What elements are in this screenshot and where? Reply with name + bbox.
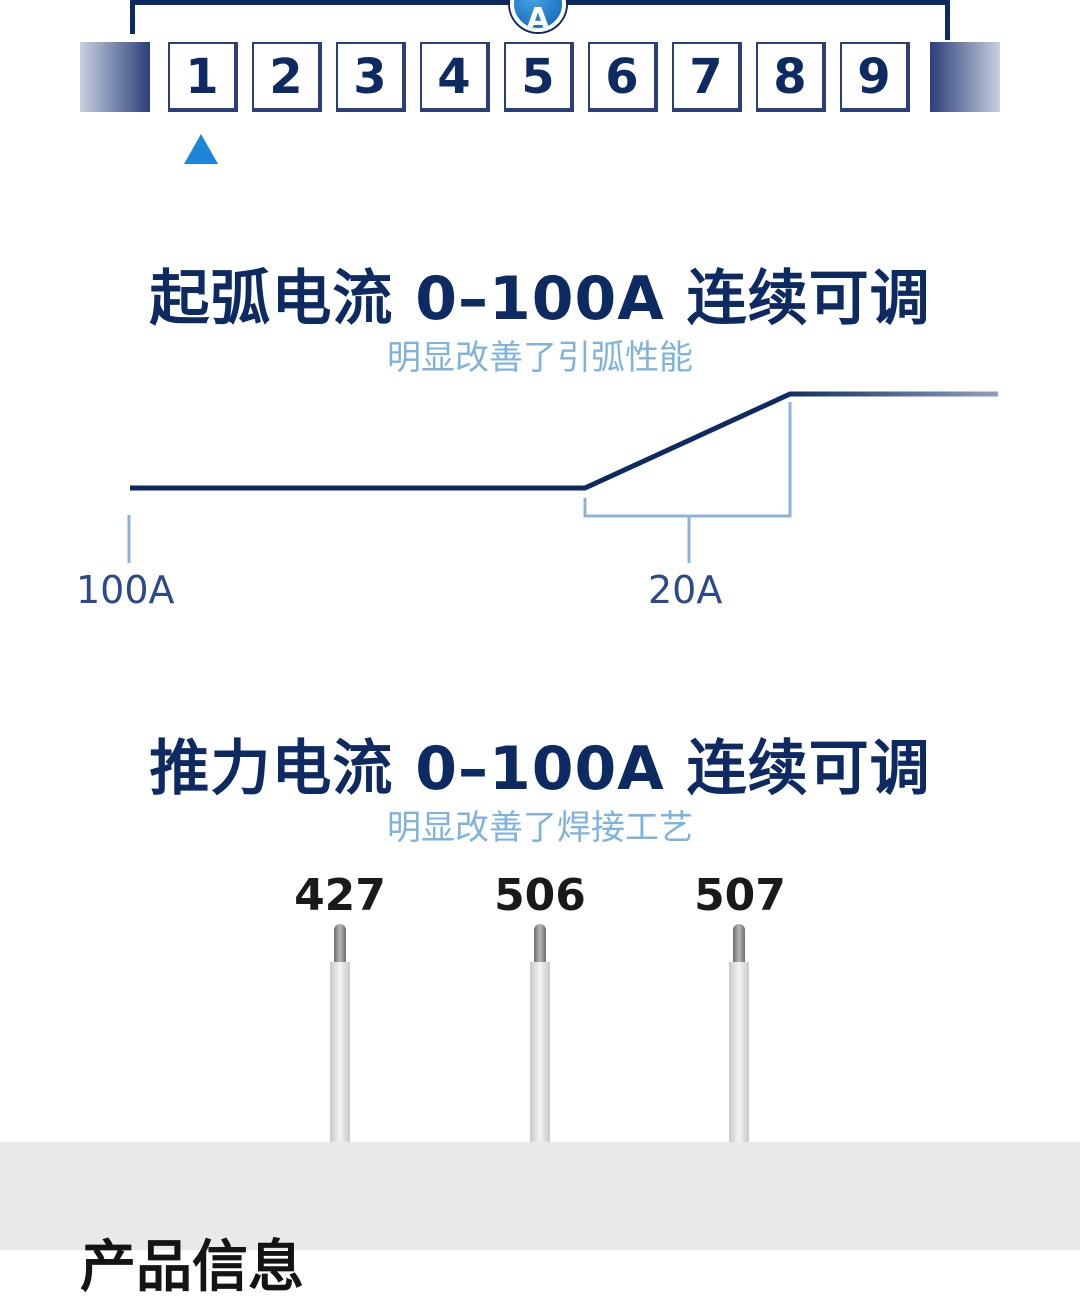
electrode-label: 427 bbox=[294, 870, 386, 921]
dial-digit: 7 bbox=[672, 42, 742, 112]
dial-digit: 3 bbox=[336, 42, 406, 112]
dial-digit: 8 bbox=[756, 42, 826, 112]
electrode-rod-icon bbox=[530, 962, 550, 1142]
dial-digit: 9 bbox=[840, 42, 910, 112]
dial-digit: 1 bbox=[168, 42, 238, 112]
arc-label-100a: 100A bbox=[76, 568, 175, 612]
arc-current-diagram bbox=[127, 391, 998, 563]
dial-badge-letter: A bbox=[526, 2, 550, 32]
arc-current-title: 起弧电流 0–100A 连续可调 bbox=[149, 264, 931, 334]
electrode-label: 506 bbox=[494, 870, 586, 921]
dial-digit: 5 bbox=[504, 42, 574, 112]
dial-badge: A bbox=[510, 0, 566, 32]
dial-pointer-triangle-icon bbox=[184, 134, 218, 164]
product-info-title: 产品信息 bbox=[80, 1235, 304, 1300]
dial-digit: 2 bbox=[252, 42, 322, 112]
dial-end-cap-right bbox=[930, 42, 1000, 112]
current-profile-line bbox=[130, 391, 998, 491]
dial-digit: 6 bbox=[588, 42, 658, 112]
electrode-tip-icon bbox=[534, 924, 546, 964]
push-current-title: 推力电流 0–100A 连续可调 bbox=[149, 734, 931, 804]
dial-digit: 4 bbox=[420, 42, 490, 112]
dial-bracket-right bbox=[945, 0, 950, 40]
dial-digits: 1 2 3 4 5 6 7 8 9 bbox=[168, 42, 924, 112]
product-info-panel bbox=[0, 1142, 1080, 1250]
electrode-label: 507 bbox=[694, 870, 786, 921]
electrode-tip-icon bbox=[733, 924, 745, 964]
arc-label-20a: 20A bbox=[648, 568, 723, 612]
ramp-bracket bbox=[583, 402, 792, 518]
push-current-subtitle: 明显改善了焊接工艺 bbox=[387, 808, 693, 848]
electrode-tip-icon bbox=[334, 924, 346, 964]
dial-bracket-left bbox=[130, 0, 135, 34]
electrode-rod-icon bbox=[729, 962, 749, 1142]
dial-end-cap-left bbox=[80, 42, 150, 112]
arc-current-subtitle: 明显改善了引弧性能 bbox=[387, 338, 693, 378]
electrode-rod-icon bbox=[330, 962, 350, 1142]
